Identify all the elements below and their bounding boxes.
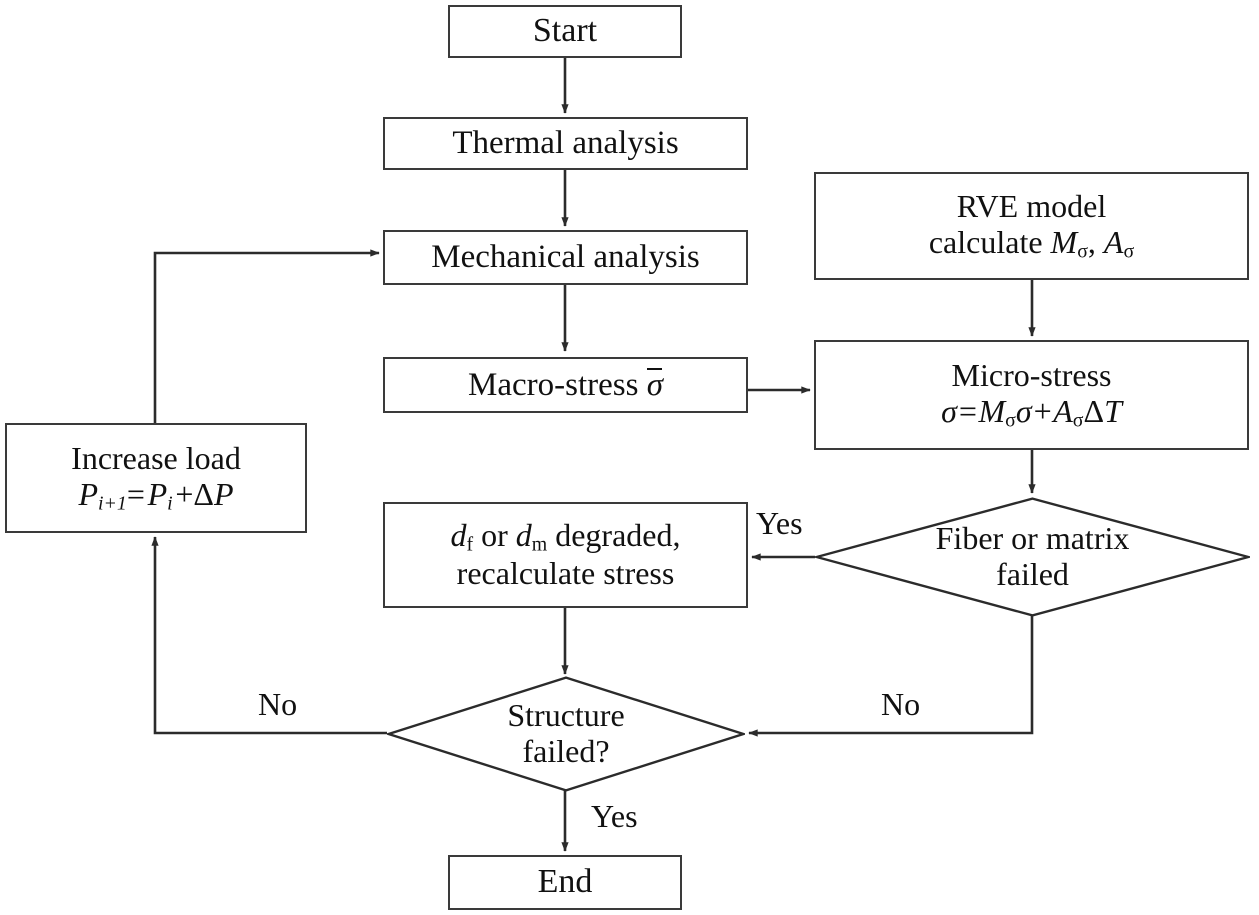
degraded-sub-m: m — [531, 533, 548, 556]
increase-load-equation: Pi+1= Pi +ΔP — [78, 476, 234, 515]
node-fiber-or-matrix-failed[interactable]: Fiber or matrix failed — [815, 497, 1250, 617]
macro-stress-symbol: σ — [646, 366, 663, 403]
node-degraded-recalculate[interactable]: df or dm degraded, recalculate stress — [383, 502, 748, 608]
node-end[interactable]: End — [448, 855, 682, 910]
degraded-line-2: recalculate stress — [456, 554, 675, 591]
node-end-label: End — [537, 863, 593, 901]
degraded-or-word: or — [473, 517, 516, 554]
node-macro-stress-label: Macro-stress σ — [385, 367, 746, 404]
edge-label-no-structure: No — [258, 686, 298, 722]
edge-label-no-fiber: No — [881, 686, 921, 722]
rve-symbol-m: M — [1050, 224, 1078, 261]
node-micro-stress[interactable]: Micro-stress σ=Mσσ+AσΔT — [814, 340, 1249, 450]
micro-line-1: Micro-stress — [951, 357, 1112, 394]
node-start-label: Start — [532, 12, 598, 50]
edge-increase-mechanical — [153, 249, 380, 423]
node-rve-model[interactable]: RVE model calculate Mσ, Aσ — [814, 172, 1249, 280]
edge-label-yes-structure: Yes — [591, 798, 638, 834]
degraded-symbol-d-f: d — [450, 517, 467, 554]
micro-delta: Δ — [1083, 393, 1105, 430]
node-fiber-or-matrix-failed-label: Fiber or matrix failed — [815, 520, 1250, 593]
structure-diamond-shape — [387, 676, 745, 792]
node-rve-model-label: RVE model calculate Mσ, Aσ — [816, 188, 1247, 263]
edge-structure-increase-no — [151, 536, 387, 735]
degraded-sub-f: f — [466, 533, 474, 556]
load-sub-i-plus-1: i+1 — [98, 492, 127, 515]
edge-fiber-structure-no — [748, 615, 1034, 737]
fiber-diamond-shape — [815, 497, 1250, 617]
micro-sub-sigma-1: σ — [1005, 409, 1016, 432]
node-structure-failed-label: Structure failed? — [387, 697, 745, 770]
node-thermal-analysis[interactable]: Thermal analysis — [383, 117, 748, 170]
rve-symbol-a: A — [1103, 224, 1124, 261]
load-symbol-p3: P — [213, 476, 234, 513]
rve-calculate-word: calculate — [928, 224, 1051, 261]
fiber-line-1: Fiber or matrix — [935, 520, 1130, 557]
load-sub-i: i — [167, 492, 173, 515]
rve-line-2: calculate Mσ, Aσ — [822, 224, 1241, 263]
micro-symbol-a: A — [1053, 393, 1073, 430]
rve-sub-sigma-2: σ — [1123, 240, 1135, 263]
rve-comma: , — [1087, 224, 1104, 261]
micro-equation: σ=Mσσ+AσΔT — [941, 393, 1122, 432]
increase-load-line-1: Increase load — [71, 440, 241, 477]
micro-symbol-t: T — [1104, 393, 1122, 430]
node-micro-stress-label: Micro-stress σ=Mσσ+AσΔT — [816, 357, 1247, 432]
node-macro-stress[interactable]: Macro-stress σ — [383, 357, 748, 413]
node-mechanical-analysis[interactable]: Mechanical analysis — [383, 230, 748, 285]
node-increase-load-label: Increase load Pi+1= Pi +ΔP — [7, 440, 305, 515]
structure-line-2: failed? — [522, 733, 610, 769]
node-mechanical-analysis-label: Mechanical analysis — [431, 239, 700, 276]
load-symbol-p1: P — [78, 476, 99, 513]
rve-sub-sigma-1: σ — [1077, 240, 1088, 263]
node-structure-failed[interactable]: Structure failed? — [387, 676, 745, 792]
node-increase-load[interactable]: Increase load Pi+1= Pi +ΔP — [5, 423, 307, 533]
node-start[interactable]: Start — [448, 5, 682, 58]
structure-line-1: Structure — [507, 697, 625, 734]
load-symbol-p2: P — [147, 476, 168, 513]
edge-label-yes-fiber: Yes — [756, 505, 803, 541]
macro-stress-prefix: Macro-stress — [468, 366, 647, 403]
degraded-tail: degraded, — [547, 517, 681, 554]
degraded-line-1: df or dm degraded, — [391, 517, 740, 556]
degraded-symbol-d-m: d — [515, 517, 532, 554]
micro-symbol-m: M — [978, 393, 1006, 430]
micro-sub-sigma-2: σ — [1072, 409, 1084, 432]
micro-sigma: σ — [1015, 393, 1032, 430]
load-delta: Δ — [193, 476, 214, 513]
rve-line-1: RVE model — [956, 188, 1107, 225]
fiber-line-2: failed — [996, 556, 1069, 592]
node-thermal-analysis-label: Thermal analysis — [452, 125, 679, 162]
node-degraded-recalculate-label: df or dm degraded, recalculate stress — [385, 517, 746, 591]
